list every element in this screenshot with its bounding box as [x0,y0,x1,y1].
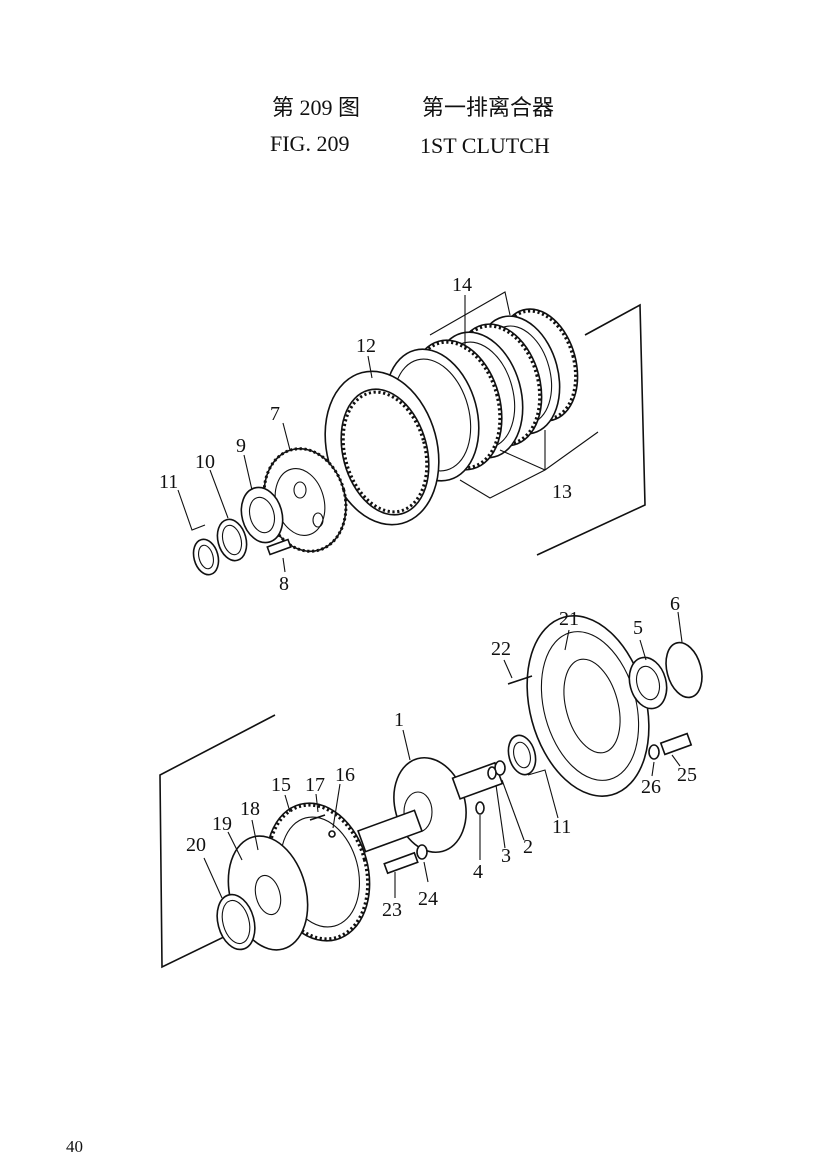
callout-4: 4 [473,861,483,883]
snap-ring-6 [665,641,703,699]
callout-12: 12 [356,335,376,357]
callout-10: 10 [195,451,215,473]
callout-13: 13 [552,481,572,503]
snap-ring-20 [216,893,256,951]
callout-22: 22 [491,638,511,660]
callout-26: 26 [641,776,661,798]
washer-26 [648,744,660,760]
callout-11a: 11 [159,471,178,493]
pin-8 [266,538,292,556]
callout-16: 16 [335,764,355,786]
callout-7: 7 [270,403,280,425]
clutch-plate-stack [384,308,579,482]
callout-25: 25 [677,764,697,786]
callout-11b: 11 [552,816,571,838]
bolt-22 [507,675,533,685]
callout-20: 20 [186,834,206,856]
callout-14: 14 [452,274,472,296]
lower-assembly [159,611,703,969]
bearing-9 [240,486,284,544]
callout-9: 9 [236,435,246,457]
callout-6: 6 [670,593,680,615]
group-bracket-lower [159,714,276,969]
figure-number-cn: 第 209 图 [272,95,361,120]
spacer-3 [487,766,497,780]
figure-number-en: FIG. 209 [270,131,350,156]
snap-ring-11a [192,538,220,576]
callout-23: 23 [382,899,402,921]
page-number: 40 [66,1137,83,1156]
group-bracket-upper [536,303,646,556]
figure-title-cn: 第一排离合器 [422,95,555,120]
upper-assembly [177,291,646,576]
callout-15: 15 [271,774,291,796]
callout-19: 19 [212,813,232,835]
leader-14 [429,291,511,336]
bolt-25 [659,732,693,756]
callout-18: 18 [240,798,260,820]
pin-17 [309,814,326,821]
callout-8: 8 [279,573,289,595]
carrier-shaft-1 [357,756,504,854]
callout-1: 1 [394,709,404,731]
callout-17: 17 [305,774,325,796]
ring-10 [216,518,248,562]
callout-24: 24 [418,888,438,910]
callout-labels: 14 12 7 9 10 11 13 8 6 21 5 22 1 16 17 1… [159,274,697,921]
callout-5: 5 [633,617,643,639]
snap-ring-11b [507,734,537,776]
washer-24 [416,844,428,860]
callout-3: 3 [501,845,511,867]
bolt-23 [383,851,419,875]
ball-16 [328,830,336,838]
callout-21: 21 [559,608,579,630]
clutch-drum [324,370,440,526]
leader-13 [459,431,599,499]
callout-2: 2 [523,836,533,858]
figure-title-en: 1ST CLUTCH [420,133,550,158]
pin-4 [475,801,485,815]
